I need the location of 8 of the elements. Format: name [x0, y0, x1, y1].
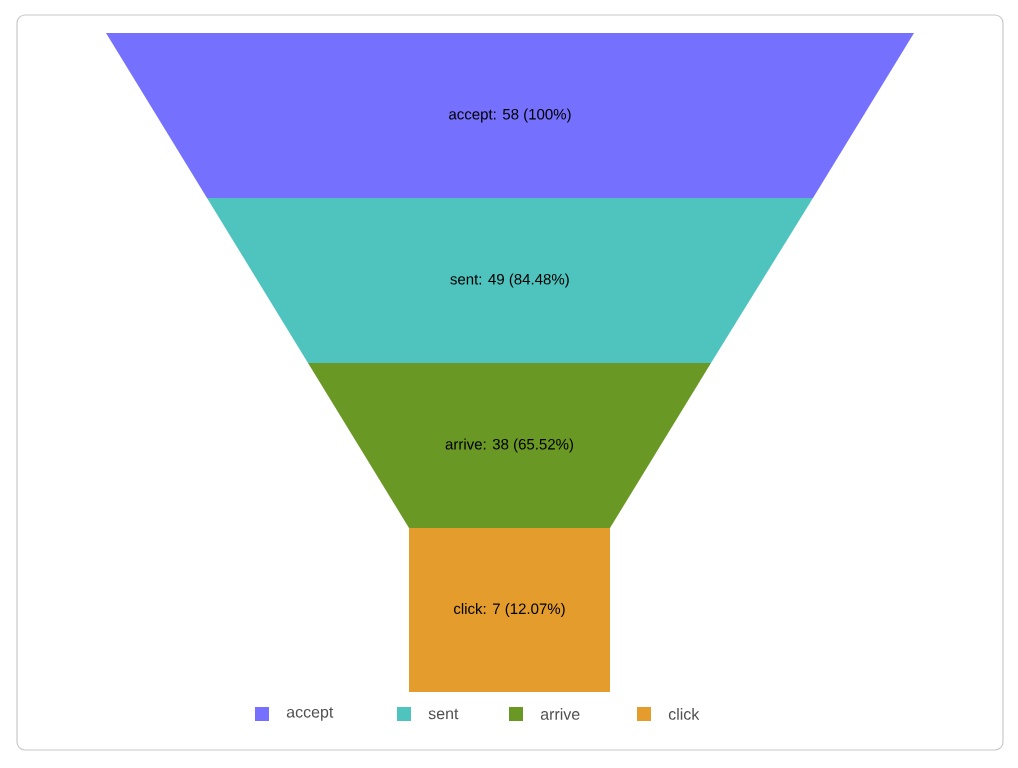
funnel-band: sent: 49 (84.48%): [207, 198, 813, 363]
funnel-band: arrive: 38 (65.52%): [308, 363, 711, 528]
legend-label: click: [668, 708, 700, 720]
legend-label: accept: [286, 707, 334, 721]
legend-label: sent: [428, 708, 459, 720]
funnel-band: accept: 58 (100%): [106, 33, 914, 198]
legend-label: arrive: [540, 708, 580, 720]
funnel-band: click: 7 (12.07%): [409, 528, 610, 692]
